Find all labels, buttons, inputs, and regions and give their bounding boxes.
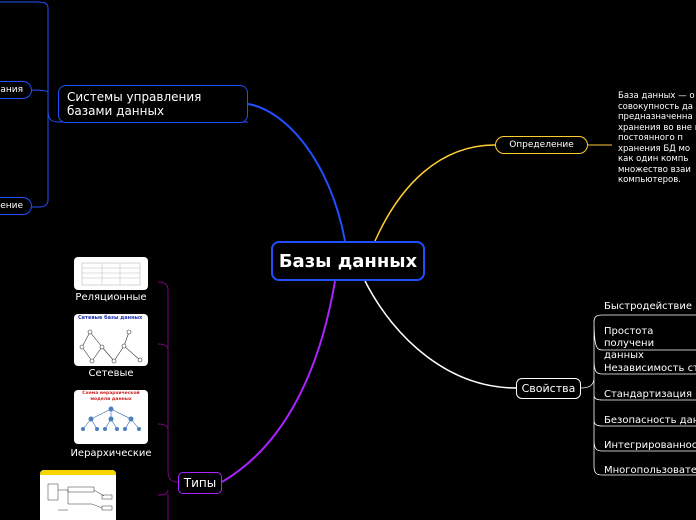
properties-label: Свойства [521, 382, 576, 395]
dbms-child-1-label: зания [0, 85, 23, 95]
dbms-child-1[interactable]: зания [0, 81, 32, 99]
network-thumb-title: Сетевые базы данных [78, 315, 143, 321]
property-item[interactable]: Многопользовател [604, 465, 696, 476]
type-caption-hierarchical: Иерархические [70, 448, 152, 459]
definition-node[interactable]: Определение [495, 136, 588, 154]
link-definition [374, 144, 496, 242]
type-caption-relational: Реляционные [75, 292, 147, 303]
definition-label: Определение [509, 140, 574, 150]
property-item[interactable]: Интегрированност [604, 440, 696, 451]
property-item[interactable]: Быстродействие [604, 301, 692, 312]
dbms-node[interactable]: Системы управления базами данных [58, 85, 248, 123]
link-types [221, 280, 336, 483]
type-caption-network: Сетевые [88, 368, 134, 379]
property-item[interactable]: Безопасность данн [604, 415, 696, 426]
property-item[interactable]: Простота получени данных [604, 326, 655, 361]
types-node[interactable]: Типы [178, 472, 222, 494]
hierarchy-thumb-title: Схема иерархической модели данных [82, 391, 140, 402]
link-properties [364, 280, 517, 389]
dbms-label: Системы управления базами данных [67, 90, 202, 118]
hierarchy-tree-image[interactable]: Схема иерархической модели данных [74, 390, 148, 444]
relational-table-image[interactable] [74, 257, 148, 290]
link-dbms [247, 103, 346, 242]
dbms-child-2-label: ление [0, 201, 23, 211]
object-model-image[interactable] [40, 470, 116, 520]
link-properties-bracket [580, 314, 696, 476]
center-node[interactable]: Базы данных [271, 241, 425, 281]
definition-text: База данных — о совокупность да предназн… [618, 91, 696, 185]
properties-node[interactable]: Свойства [516, 378, 581, 399]
types-label: Типы [183, 476, 217, 490]
network-graph-image[interactable]: Сетевые базы данных [74, 314, 148, 366]
center-label: Базы данных [278, 250, 418, 272]
property-item[interactable]: Стандартизация [604, 389, 692, 400]
property-item[interactable]: Независимость стр [604, 363, 696, 374]
dbms-child-2[interactable]: ление [0, 197, 32, 215]
link-types-bracket [157, 281, 179, 520]
